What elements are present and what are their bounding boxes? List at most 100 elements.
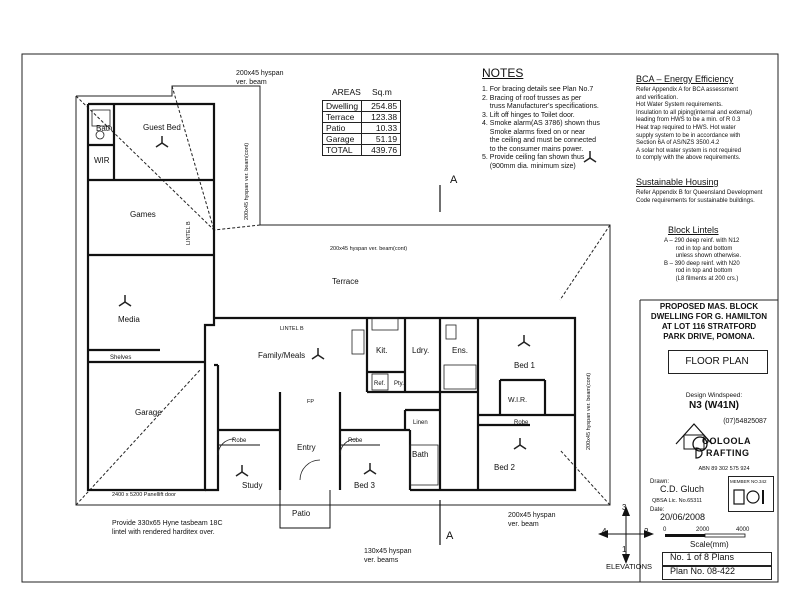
areas-value: 10.33	[361, 122, 402, 134]
elevation-1: 1	[622, 545, 627, 554]
scale-label: Scale(mm)	[690, 540, 729, 549]
windspeed-label: Design Windspeed:	[685, 392, 743, 399]
patio-beam-label: 130x45 hyspan ver. beams	[364, 548, 412, 564]
plan-annotations: 200x45 hyspan ver. beam(cont) LINTEL B F…	[112, 143, 592, 498]
scale-bar-white	[704, 533, 746, 538]
note-line: Smoke alarms fixed on or near	[482, 128, 586, 136]
areas-label: Patio	[321, 122, 363, 134]
areas-label: Dwelling	[321, 100, 363, 112]
beam-top-label: 200x45 hyspan ver. beam	[236, 70, 284, 86]
lintel-line: A – 290 deep reinf. with N12	[664, 238, 740, 244]
roof-outline	[75, 85, 611, 506]
panellift-label: 2400 x 5200 Panellift door	[112, 492, 176, 498]
lintel-line: unless shown otherwise.	[664, 253, 742, 260]
room-linen: Linen	[413, 420, 428, 426]
walls	[86, 102, 577, 529]
scale-bar	[665, 533, 746, 538]
room-bed3: Bed 3	[354, 481, 375, 490]
company-phone: (07)54825087	[723, 418, 767, 425]
company-name-1: OOLOOLA	[702, 436, 751, 446]
room-robe-bed2: Robe	[514, 420, 529, 426]
sustainable-line: Code requirements for sustainable buildi…	[636, 198, 755, 204]
elevations-label: ELEVATIONS	[606, 562, 652, 571]
areas-label: Garage	[321, 133, 363, 145]
room-bath: Bath	[96, 124, 112, 133]
date-label: Date:	[650, 507, 665, 513]
room-bed1: Bed 1	[514, 361, 535, 370]
bca-line: leading from HWS to be a min. of R 0.3	[636, 117, 741, 124]
note-line: 4. Smoke alarm(AS 3786) shown thus	[482, 120, 600, 127]
plan-title-box	[668, 350, 768, 374]
qbsa-licence: QBSA Lic. No.65311	[652, 498, 703, 504]
room-games: Games	[130, 210, 156, 219]
room-shelves: Shelves	[110, 355, 131, 361]
plan-title: FLOOR PLAN	[685, 356, 749, 367]
notes-list: 1. For bracing details see Plan No.7 2. …	[482, 86, 600, 171]
project-title: PROPOSED MAS. BLOCK DWELLING FOR G. HAMI…	[640, 302, 778, 342]
room-entry: Entry	[297, 443, 316, 452]
room-study: Study	[242, 481, 262, 490]
scale-tick-0: 0	[663, 527, 667, 533]
scale-tick-2000: 2000	[696, 527, 710, 533]
note-line: to the consumer mains power.	[482, 145, 584, 153]
elevation-3: 3	[622, 503, 627, 512]
project-line: PROPOSED MAS. BLOCK	[659, 302, 759, 311]
lintel-line: (L8 filments at 200 crs.)	[664, 275, 739, 282]
bca-line: supply system to be in accordance with	[636, 132, 741, 139]
elevations-marker	[598, 506, 654, 564]
note-line: the ceiling and must be connected	[482, 137, 597, 144]
scale-tick-4000: 4000	[736, 527, 750, 533]
elevation-2: 2	[644, 527, 649, 536]
ceiling-fans	[118, 136, 597, 477]
room-guest-bed: Guest Bed	[143, 123, 181, 132]
note-line: 1. For bracing details see Plan No.7	[482, 86, 594, 93]
project-line: DWELLING FOR G. HAMILTON	[650, 312, 768, 321]
areas-value: 254.85	[361, 100, 402, 112]
fixtures	[91, 109, 477, 486]
room-wir-guest: WIR	[94, 156, 110, 165]
note-line: 3. Lift off hinges to Toilet door.	[482, 111, 575, 119]
room-terrace: Terrace	[332, 277, 359, 286]
section-a-top: A	[450, 174, 458, 186]
plans-count-box	[662, 552, 772, 566]
sustainable-title: Sustainable Housing	[636, 177, 719, 187]
room-family-meals: Family/Meals	[258, 351, 305, 360]
plan-number: Plan No. 08-422	[670, 566, 736, 576]
plan-number-box	[662, 566, 772, 580]
project-line: PARK DRIVE, POMONA.	[663, 332, 755, 341]
areas-label: TOTAL	[321, 144, 363, 156]
room-labels: Bath Guest Bed WIR Games Media Shelves G…	[94, 123, 535, 518]
note-line: 5. Provide ceiling fan shown thus	[482, 154, 585, 161]
member-badge	[728, 476, 774, 512]
lintels-title: Block Lintels	[668, 225, 719, 235]
section-a-bottom: A	[446, 530, 454, 542]
sustainable-line: Refer Appendix B for Queensland Developm…	[636, 190, 763, 196]
bca-line: Heat trap required to HWS. Hot water	[636, 124, 736, 131]
room-ldry: Ldry.	[412, 346, 429, 355]
room-kit: Kit.	[376, 346, 388, 355]
fp-label: FP	[307, 399, 314, 405]
bca-line: A solar hot water system is not required	[636, 147, 742, 154]
room-ens: Ens.	[452, 346, 468, 355]
beam-bottom-label: 200x45 hyspan ver. beam	[508, 512, 556, 528]
lintels-text: A – 290 deep reinf. with N12 rod in top …	[664, 238, 741, 284]
beam-vert-label: 200x45 hyspan ver. beam(cont)	[244, 143, 250, 220]
elevation-4: 4	[602, 527, 607, 536]
date-value: 20/06/2008	[660, 512, 706, 522]
lintel-line: rod in top and bottom	[664, 245, 733, 252]
tasbeam-label: Provide 330x65 Hyne tasbeam 18C lintel w…	[112, 520, 223, 536]
bca-line: and verification.	[636, 94, 679, 101]
note-line: (900mm dia. minimum size)	[482, 162, 576, 170]
areas-value: 51.19	[361, 133, 402, 145]
notes-title: NOTES	[482, 66, 524, 80]
drawn-label: Drawn:	[650, 479, 670, 485]
bca-line: Section 6A of AS/NZS 3500.4.2	[636, 140, 720, 147]
member-number: MEMBER NO.342	[730, 479, 767, 484]
